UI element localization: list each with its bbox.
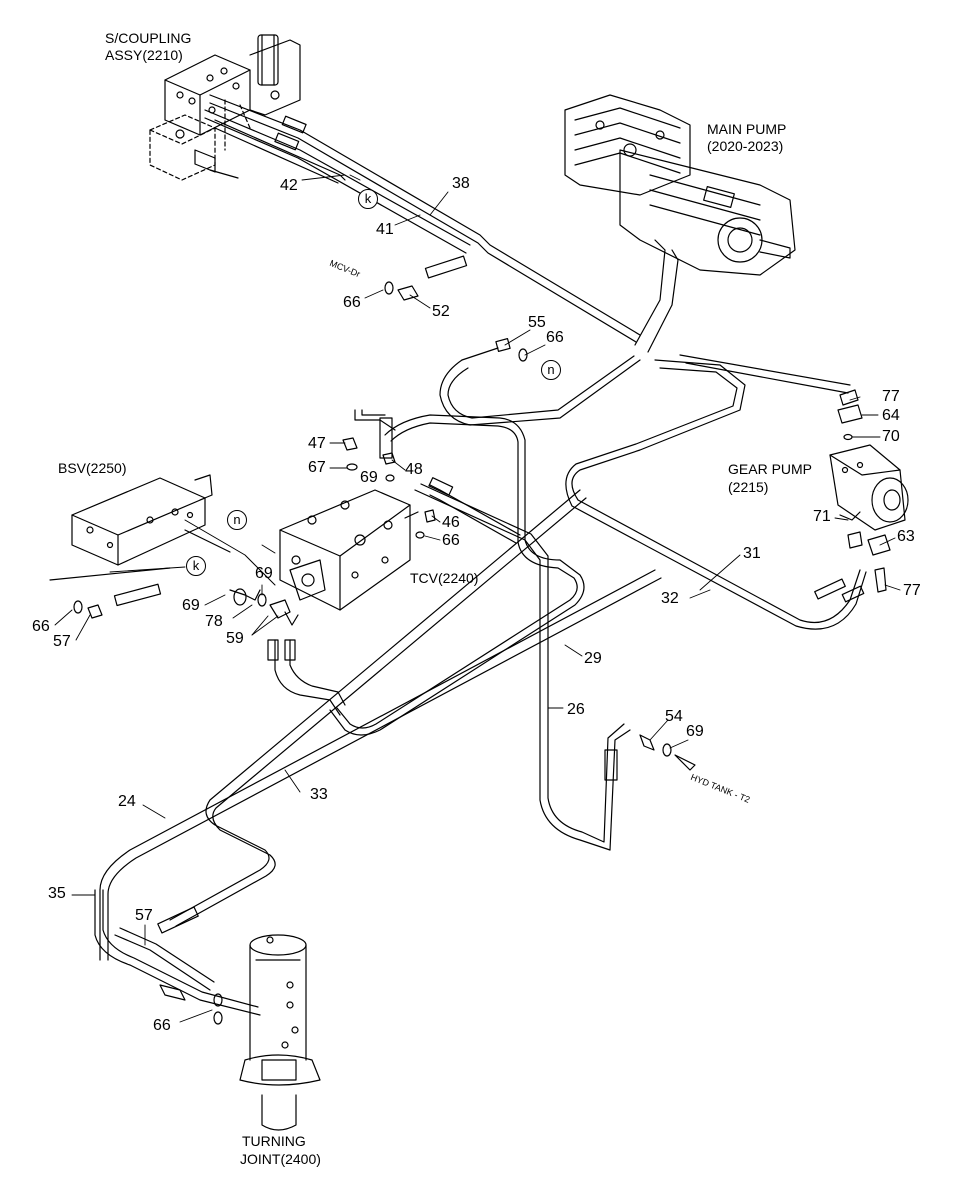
callout-31: 31 bbox=[743, 545, 761, 562]
main-pump bbox=[564, 94, 796, 353]
callout-69: 69 bbox=[182, 597, 200, 614]
gear-pump-label-1: GEAR PUMP bbox=[728, 461, 813, 477]
callout-24: 24 bbox=[118, 793, 136, 810]
callout-38: 38 bbox=[452, 175, 470, 192]
pipe-24-33 bbox=[99, 489, 662, 961]
tcv-valve bbox=[279, 489, 419, 611]
callout-63: 63 bbox=[897, 528, 915, 545]
callout-33: 33 bbox=[310, 786, 328, 803]
callout-57: 57 bbox=[135, 907, 153, 924]
callout-41: 41 bbox=[376, 221, 394, 238]
callout-26: 26 bbox=[567, 701, 585, 718]
callout-70: 70 bbox=[882, 428, 900, 445]
callout-64: 64 bbox=[882, 407, 900, 424]
bsv-label: BSV(2250) bbox=[58, 460, 127, 476]
main-pump-label-1: MAIN PUMP bbox=[707, 121, 787, 137]
callout-29: 29 bbox=[584, 650, 602, 667]
callout-77: 77 bbox=[903, 582, 921, 599]
s-coupling-label-1: S/COUPLING bbox=[105, 30, 192, 46]
callout-67: 67 bbox=[308, 459, 326, 476]
ref-n-bsv: n bbox=[227, 510, 247, 530]
callout-35: 35 bbox=[48, 885, 66, 902]
s-coupling-label-2: ASSY(2210) bbox=[105, 47, 183, 63]
callout-66: 66 bbox=[546, 329, 564, 346]
callout-66: 66 bbox=[153, 1017, 171, 1034]
hose-55-66 bbox=[439, 338, 641, 426]
callout-69: 69 bbox=[360, 469, 378, 486]
pipe-29 bbox=[329, 414, 585, 736]
callout-57: 57 bbox=[53, 633, 71, 650]
main-pump-label-2: (2020-2023) bbox=[707, 138, 784, 154]
callout-69: 69 bbox=[255, 565, 273, 582]
ref-n-top: n bbox=[541, 360, 561, 380]
callout-52: 52 bbox=[432, 303, 450, 320]
bsv-fittings bbox=[49, 567, 299, 626]
hose-66-52 bbox=[384, 255, 468, 301]
callout-59: 59 bbox=[226, 630, 244, 647]
pipe-26 bbox=[414, 483, 696, 851]
ref-k-top: k bbox=[358, 189, 378, 209]
callout-77: 77 bbox=[882, 388, 900, 405]
callout-55: 55 bbox=[528, 314, 546, 331]
callout-42: 42 bbox=[280, 177, 298, 194]
tcv-label: TCV(2240) bbox=[410, 570, 479, 586]
callout-69: 69 bbox=[686, 723, 704, 740]
ref-k-bsv: k bbox=[186, 556, 206, 576]
pipe-35 bbox=[94, 889, 261, 1025]
turning-joint-label-2: JOINT(2400) bbox=[240, 1151, 321, 1167]
turning-joint bbox=[239, 934, 321, 1131]
bsv-valve bbox=[71, 474, 276, 586]
callout-71: 71 bbox=[813, 508, 831, 525]
pipe-tcv-top bbox=[354, 409, 521, 544]
callout-66: 66 bbox=[442, 532, 460, 549]
pipe-42 bbox=[214, 119, 346, 184]
pipe-38-41 bbox=[204, 94, 641, 343]
small-fittings bbox=[342, 389, 887, 593]
callout-47: 47 bbox=[308, 435, 326, 452]
callout-66: 66 bbox=[343, 294, 361, 311]
callout-78: 78 bbox=[205, 613, 223, 630]
pipe-32-31 bbox=[565, 354, 867, 630]
callout-66: 66 bbox=[32, 618, 50, 635]
turning-joint-label-1: TURNING bbox=[242, 1133, 306, 1149]
gear-pump bbox=[829, 404, 909, 556]
callout-54: 54 bbox=[665, 708, 683, 725]
pipe-tcv-down bbox=[267, 639, 346, 716]
callout-46: 46 bbox=[442, 514, 460, 531]
gear-pump-label-2: (2215) bbox=[728, 479, 769, 495]
callout-48: 48 bbox=[405, 461, 423, 478]
callout-32: 32 bbox=[661, 590, 679, 607]
leader-lines bbox=[54, 174, 901, 1023]
